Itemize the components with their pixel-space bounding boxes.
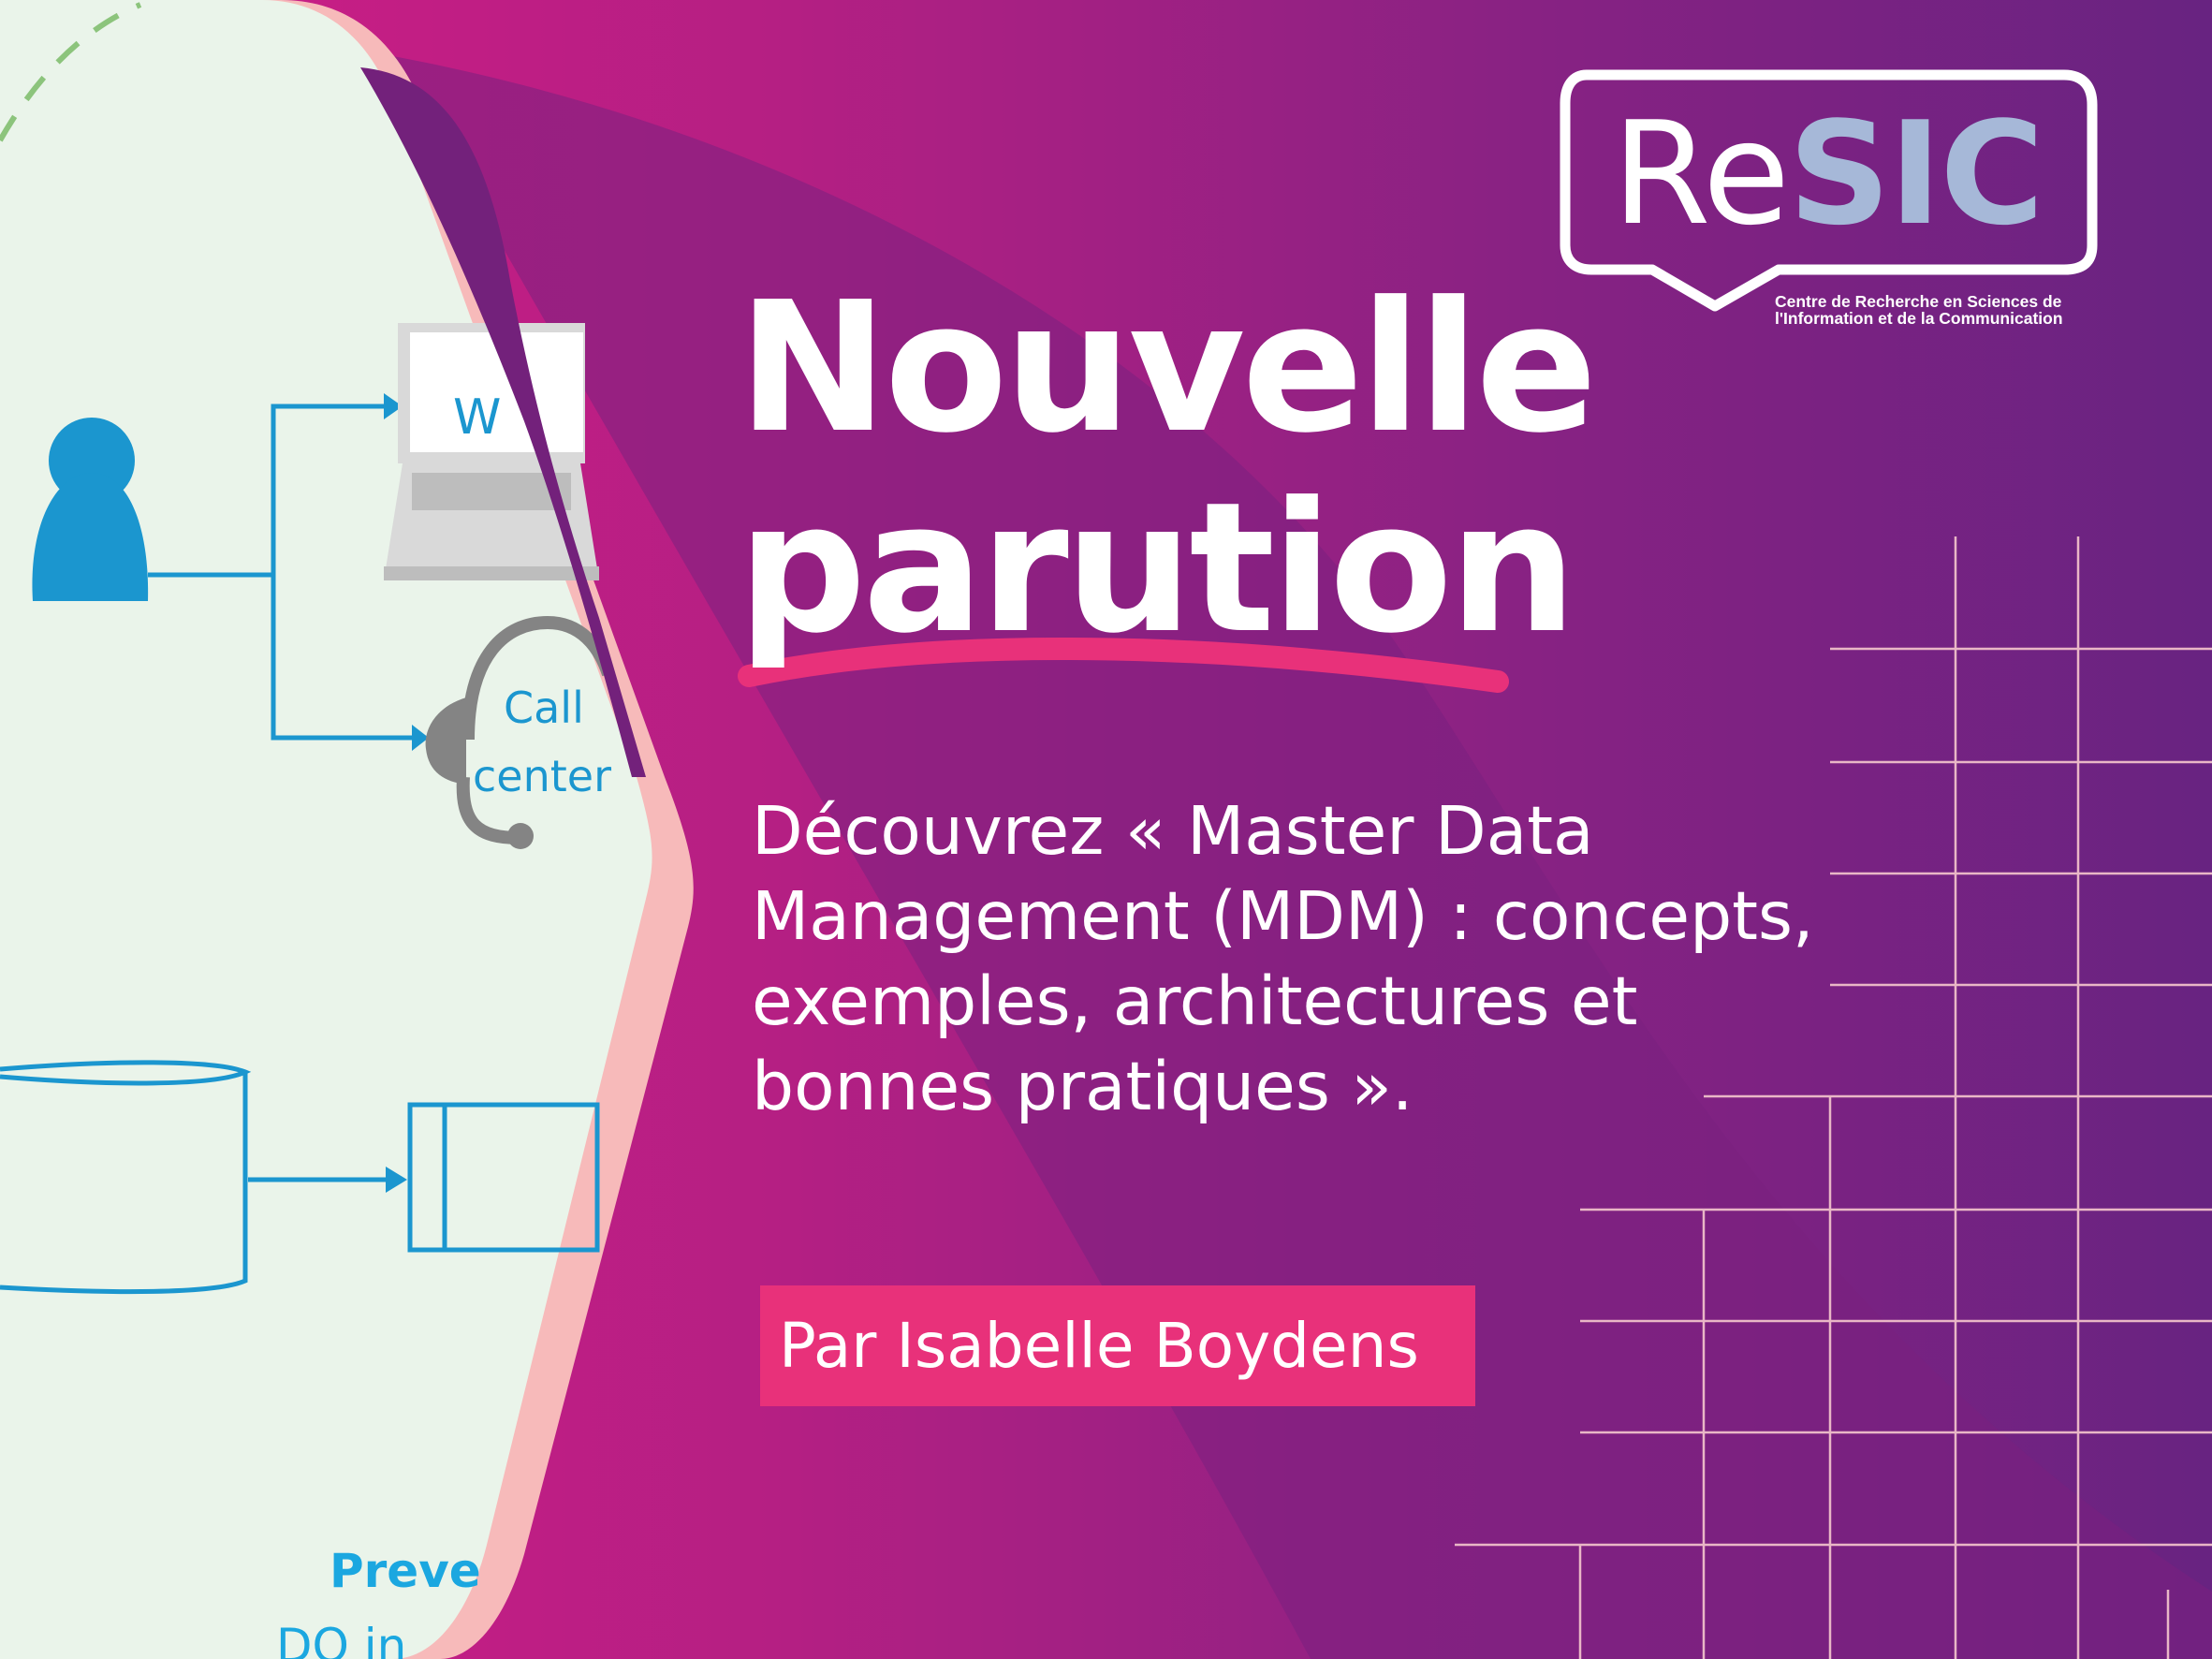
logo-re: Re xyxy=(1612,91,1788,257)
purple-ribbon xyxy=(360,67,646,777)
title-underline xyxy=(738,638,1509,693)
diagram-bottom-label-2: DQ in xyxy=(276,1619,406,1659)
headline-line2: parution xyxy=(738,464,1577,673)
svg-text:ReSIC: ReSIC xyxy=(1612,91,2043,257)
diagram: W Call center Preve DQ in xyxy=(0,323,615,1659)
call-center-label-1: Call xyxy=(504,683,584,733)
publication-description: Découvrez « Master Data Management (MDM)… xyxy=(752,788,1922,1129)
author-button[interactable]: Par Isabelle Boydens xyxy=(760,1285,1475,1406)
description-line: exemples, architectures et xyxy=(752,962,1638,1040)
author-button-label: Par Isabelle Boydens xyxy=(779,1310,1419,1382)
description-line: bonnes pratiques ». xyxy=(752,1048,1414,1125)
person-icon xyxy=(32,473,149,601)
decorative-grid xyxy=(1455,536,2212,1659)
description-line: Management (MDM) : concepts, xyxy=(752,877,1814,955)
laptop-icon xyxy=(384,323,599,580)
headset-icon xyxy=(456,615,615,844)
laptop-label: W xyxy=(453,389,501,446)
diagram-bottom-label-1: Preve xyxy=(330,1544,481,1598)
logo-subtitle: Centre de Recherche en Sciences de l'Inf… xyxy=(1775,293,2063,327)
dashed-arc xyxy=(0,2,142,142)
headline-line1: Nouvelle xyxy=(738,264,1597,473)
call-center-label-2: center xyxy=(473,751,611,801)
description-line: Découvrez « Master Data xyxy=(752,792,1594,870)
resic-logo: ReSIC xyxy=(1560,69,2098,312)
logo-subtitle-line1: Centre de Recherche en Sciences de xyxy=(1775,292,2062,311)
logo-sic: SIC xyxy=(1788,91,2043,257)
background-wave xyxy=(393,56,2212,1659)
logo-subtitle-line2: l'Information et de la Communication xyxy=(1775,309,2063,328)
